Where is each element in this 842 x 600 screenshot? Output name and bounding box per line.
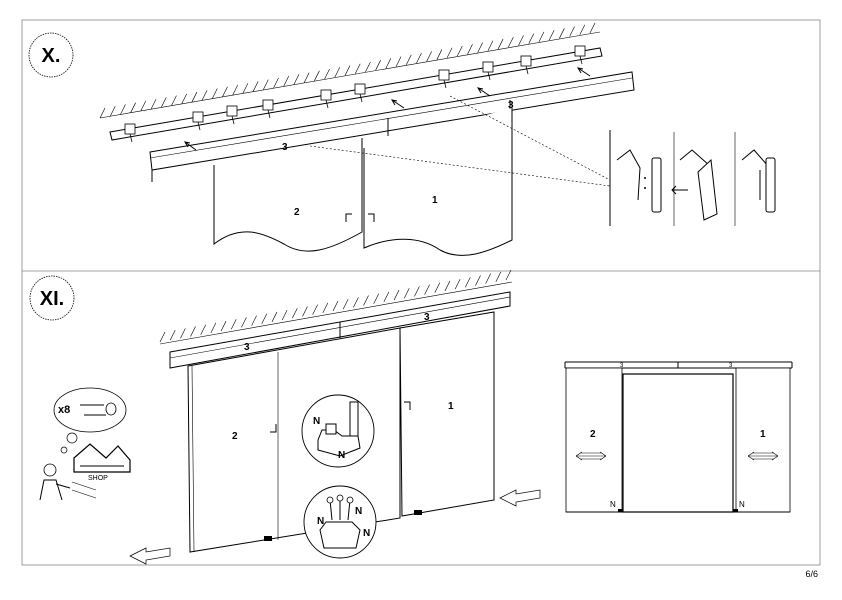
step-xi-section: XI. 3 3 2 1 N: [29, 269, 793, 565]
insertion-arrows-x: [183, 67, 591, 151]
shop-label: SHOP: [88, 475, 108, 482]
detail-label-n3: N: [317, 516, 324, 527]
front-label-rail-right: 3: [729, 363, 733, 369]
step-x-label-panel-2: 2: [294, 207, 300, 218]
guide-detail-bottom: N N N: [303, 485, 377, 559]
step-xi-label-panel-2: 2: [232, 431, 238, 442]
guide-detail-top: N N: [301, 394, 375, 468]
detail-label-n5: N: [363, 528, 370, 539]
detail-label-n1: N: [313, 416, 320, 427]
front-door-2: [565, 367, 623, 513]
step-xi-badge: XI.: [29, 275, 75, 321]
ceiling-brackets-x: [124, 45, 586, 143]
door-panel-1-x: [363, 108, 513, 256]
step-xi-badge-text: XI.: [40, 288, 64, 310]
page-frame: [21, 19, 821, 566]
front-elevation: 3 3 2 1 N N: [564, 361, 793, 513]
screws-count: x8: [58, 404, 70, 416]
step-x-label-rail-right: 3: [508, 100, 514, 111]
detail-strip-x: [609, 130, 776, 226]
front-label-right: 1: [760, 429, 766, 440]
step-x-badge-text: X.: [42, 45, 61, 67]
floor-arrows-xi: [129, 489, 541, 565]
slide-arrow-left: [575, 451, 607, 461]
rail-x: [149, 71, 635, 171]
ceiling-hatch-xi: [159, 269, 513, 345]
step-x-label-panel-1: 1: [432, 195, 438, 206]
step-xi-label-panel-1: 1: [448, 401, 454, 412]
detail-label-n2: N: [338, 450, 345, 461]
front-label-n-left: N: [610, 500, 616, 509]
front-label-n-right: N: [739, 500, 745, 509]
front-label-left: 2: [590, 429, 596, 440]
step-xi-label-rail-right: 3: [424, 312, 430, 323]
person-icon: [39, 463, 97, 501]
ceiling-hatch-x: [99, 22, 601, 119]
front-door-1: [735, 367, 791, 513]
step-x-label-rail-left: 3: [282, 142, 288, 153]
door-panel-2-x: [213, 140, 363, 252]
dowel-icon: [105, 402, 117, 416]
front-label-rail-left: 3: [620, 363, 624, 369]
screws-bubble: x8: [53, 387, 127, 454]
step-xi-label-rail-left: 3: [244, 342, 250, 353]
page-number: 6/6: [805, 569, 818, 579]
detail-label-n4: N: [355, 506, 362, 517]
shop-icon: SHOP: [73, 443, 131, 482]
step-x-section: X. 2 1 3 3: [28, 22, 776, 256]
slide-arrow-right: [747, 451, 779, 461]
step-x-badge: X.: [28, 32, 74, 78]
door-panel-1-xi: [399, 311, 495, 517]
